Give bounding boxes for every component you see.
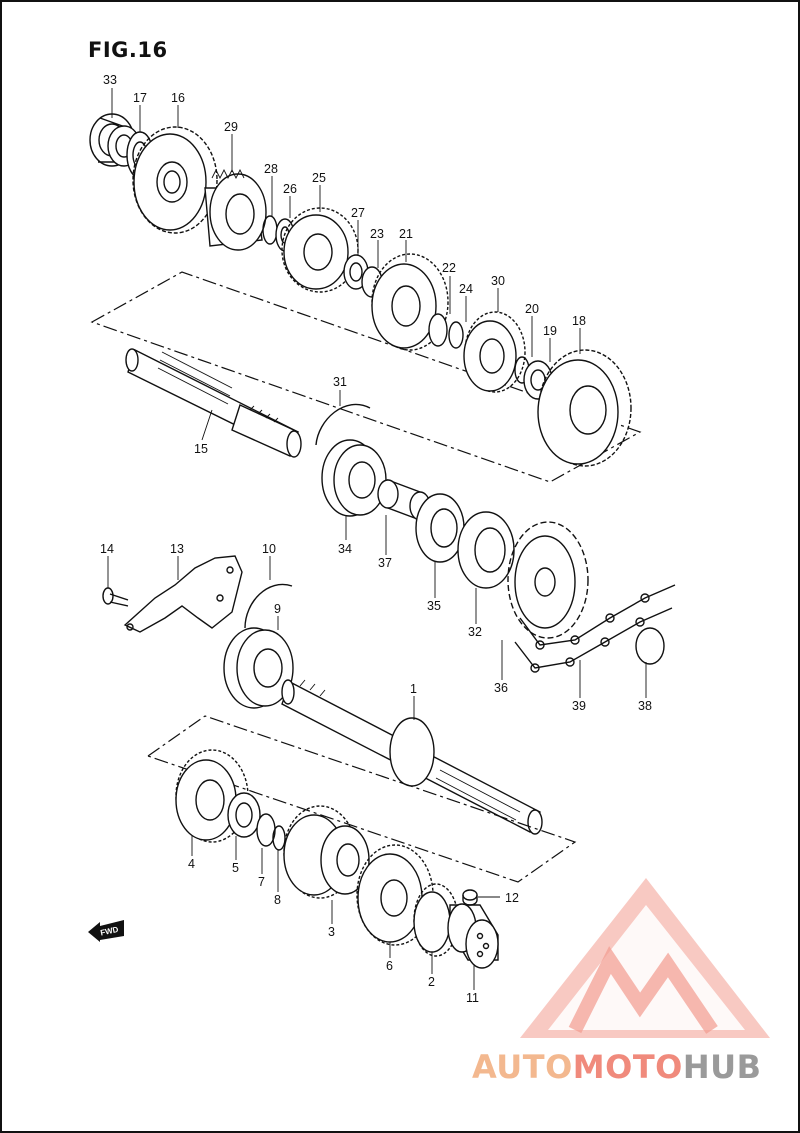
part-12-pin <box>462 889 478 906</box>
part-5-bushing <box>227 792 261 838</box>
label-part-37: 37 <box>378 556 392 570</box>
part-24-circlip <box>448 321 464 349</box>
watermark-triangle-icon <box>520 878 770 1038</box>
part-11-hub <box>447 903 499 969</box>
part-15-countershaft <box>125 348 302 458</box>
label-part-6: 6 <box>386 959 393 973</box>
part-32-seal <box>457 511 515 589</box>
label-part-35: 35 <box>427 599 441 613</box>
label-part-2: 2 <box>428 975 435 989</box>
label-part-16: 16 <box>171 91 185 105</box>
part-36-sprocket <box>507 521 589 639</box>
label-part-24: 24 <box>459 282 473 296</box>
label-part-4: 4 <box>188 857 195 871</box>
label-part-29: 29 <box>224 120 238 134</box>
part-39-drive-chain <box>514 584 676 673</box>
part-25-gear <box>281 207 359 293</box>
label-part-28: 28 <box>264 162 278 176</box>
part-30-gear <box>463 311 526 393</box>
part-7-washer <box>256 813 276 847</box>
part-21-gear <box>371 253 449 351</box>
part-8-circlip <box>272 825 286 851</box>
watermark-logo: AUTOMOTOHUB <box>472 1048 762 1086</box>
label-part-39: 39 <box>572 699 586 713</box>
label-part-19: 19 <box>543 324 557 338</box>
label-part-7: 7 <box>258 875 265 889</box>
watermark-part1: AUTO <box>472 1048 573 1086</box>
label-part-3: 3 <box>328 925 335 939</box>
part-28-circlip <box>262 215 278 245</box>
part-16-gear <box>132 126 218 234</box>
part-9-bearing <box>223 627 294 709</box>
label-part-11: 11 <box>466 991 479 1005</box>
part-labels: 33 17 16 29 28 26 25 27 23 21 22 24 30 2… <box>100 73 652 1005</box>
label-part-14: 14 <box>100 542 114 556</box>
label-part-20: 20 <box>525 302 539 316</box>
part-22-washer <box>428 313 448 347</box>
part-29-gear <box>204 168 267 251</box>
part-13-bearing-retainer <box>123 555 243 633</box>
part-38-chain-clip <box>635 627 665 665</box>
forward-arrow-icon: FWD <box>86 918 126 947</box>
label-part-17: 17 <box>133 91 147 105</box>
lower-assembly-outline <box>146 715 577 883</box>
label-part-13: 13 <box>170 542 184 556</box>
label-part-21: 21 <box>399 227 413 241</box>
label-part-10: 10 <box>262 542 276 556</box>
label-part-5: 5 <box>232 861 239 875</box>
label-part-27: 27 <box>351 206 365 220</box>
part-14-bolt <box>102 587 129 607</box>
label-part-22: 22 <box>442 261 456 275</box>
label-part-38: 38 <box>638 699 652 713</box>
part-18-gear <box>537 349 632 467</box>
watermark-part2: MOTO <box>572 1048 683 1086</box>
part-10-circlip <box>244 583 293 629</box>
upper-assembly-outline <box>90 271 642 483</box>
label-part-33: 33 <box>103 73 117 87</box>
label-part-1: 1 <box>410 682 417 696</box>
part-35-oil-seal <box>415 493 465 563</box>
label-part-30: 30 <box>491 274 505 288</box>
part-33-needle-bearing <box>89 113 141 167</box>
label-part-25: 25 <box>312 171 326 185</box>
part-3-gear <box>283 805 370 899</box>
label-part-32: 32 <box>468 625 482 639</box>
fwd-label: FWD <box>100 925 120 938</box>
leader-lines <box>107 88 647 990</box>
part-1-mainshaft <box>281 679 543 835</box>
label-part-23: 23 <box>370 227 384 241</box>
label-part-36: 36 <box>494 681 508 695</box>
part-31-circlip <box>315 403 371 446</box>
figure-title: FIG.16 <box>88 38 168 62</box>
label-part-15: 15 <box>194 442 208 456</box>
label-part-26: 26 <box>283 182 297 196</box>
label-part-9: 9 <box>274 602 281 616</box>
label-part-8: 8 <box>274 893 281 907</box>
watermark-part3: HUB <box>682 1048 762 1086</box>
part-34-bearing <box>321 439 387 517</box>
label-part-31: 31 <box>333 375 347 389</box>
label-part-12: 12 <box>505 891 519 905</box>
label-part-34: 34 <box>338 542 352 556</box>
label-part-18: 18 <box>572 314 586 328</box>
